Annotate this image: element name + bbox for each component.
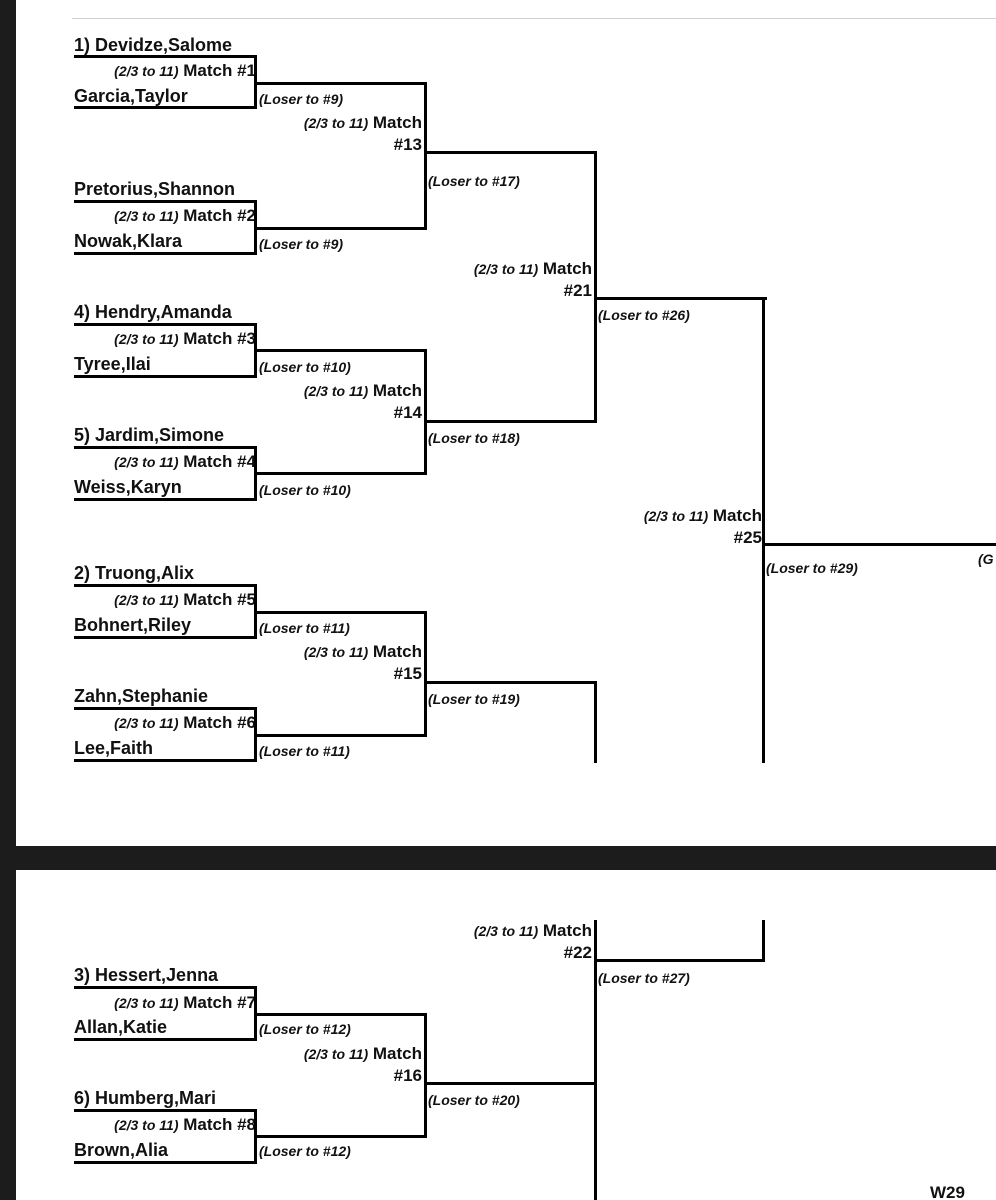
player-name: Zahn,Stephanie xyxy=(74,686,209,706)
bracket-line xyxy=(594,151,597,423)
loser-note: (Loser to #19) xyxy=(428,691,520,707)
match-label: (2/3 to 11) Match#21 xyxy=(473,259,592,300)
match-label: (2/3 to 11) Match#14 xyxy=(303,381,422,422)
loser-note: (Loser to #29) xyxy=(766,560,858,576)
match-label: (2/3 to 11) Match #8 xyxy=(114,1115,256,1134)
loser-note: (Loser to #26) xyxy=(598,307,690,323)
loser-note: (Loser to #11) xyxy=(259,743,350,759)
match-label: (2/3 to 11) Match#16 xyxy=(303,1044,422,1085)
match-label: (2/3 to 11) Match #1 xyxy=(114,61,256,80)
player-name: 1) Devidze,Salome xyxy=(74,35,233,55)
player-name: 6) Humberg,Mari xyxy=(74,1088,217,1108)
bracket-line xyxy=(254,472,427,475)
bracket-line xyxy=(74,55,257,58)
loser-note: (Loser to #12) xyxy=(259,1021,351,1037)
player-name: 4) Hendry,Amanda xyxy=(74,302,232,322)
player-name: Weiss,Karyn xyxy=(74,477,182,497)
bracket-line xyxy=(74,636,257,639)
loser-note: (Loser to #27) xyxy=(598,970,690,986)
match-label: (2/3 to 11) Match #7 xyxy=(114,993,256,1012)
bracket-line xyxy=(74,252,257,255)
player-name: Pretorius,Shannon xyxy=(74,179,236,199)
bracket-line xyxy=(594,297,767,300)
bracket-line xyxy=(74,1109,257,1112)
match-label: (2/3 to 11) Match #5 xyxy=(114,590,256,609)
match-label: (2/3 to 11) Match #3 xyxy=(114,329,256,348)
bracket-line xyxy=(762,543,996,546)
bracket-line xyxy=(424,1013,427,1138)
bracket-line xyxy=(424,1082,597,1085)
bracket-line xyxy=(74,200,257,203)
page-rule xyxy=(72,18,996,19)
bracket-line xyxy=(762,297,765,763)
player-name: 5) Jardim,Simone xyxy=(74,425,225,445)
loser-note: (Loser to #10) xyxy=(259,359,351,375)
bracket-line xyxy=(254,611,427,614)
bracket-line xyxy=(594,920,597,1200)
match-label: (2/3 to 11) Match #6 xyxy=(114,713,256,732)
loser-note: (Loser to #20) xyxy=(428,1092,520,1108)
loser-note-fragment: (G xyxy=(978,551,994,567)
bracket-line xyxy=(74,759,257,762)
loser-note: (Loser to #17) xyxy=(428,173,520,189)
bracket-line xyxy=(74,707,257,710)
player-name: 3) Hessert,Jenna xyxy=(74,965,219,985)
bracket-line xyxy=(74,1161,257,1164)
bracket-line xyxy=(74,446,257,449)
bracket-line xyxy=(424,681,597,684)
match-label: (2/3 to 11) Match#25 xyxy=(643,506,762,547)
player-name: Garcia,Taylor xyxy=(74,86,188,106)
loser-note: (Loser to #12) xyxy=(259,1143,351,1159)
bracket-line xyxy=(424,420,597,423)
bracket-page-top: 1) Devidze,Salome (2/3 to 11) Match #1 G… xyxy=(16,0,996,846)
loser-note: (Loser to #11) xyxy=(259,620,350,636)
bracket-line xyxy=(254,82,427,85)
bracket-line xyxy=(254,1135,427,1138)
bracket-line xyxy=(424,349,427,475)
player-name: Nowak,Klara xyxy=(74,231,183,251)
bracket-page-bottom: (2/3 to 11) Match#22 (Loser to #27) 3) H… xyxy=(16,870,996,1200)
match-label: (2/3 to 11) Match#15 xyxy=(303,642,422,683)
match-label: (2/3 to 11) Match #2 xyxy=(114,206,256,225)
bracket-line xyxy=(424,611,427,737)
player-name: Lee,Faith xyxy=(74,738,154,758)
page-label: W29 xyxy=(930,1183,965,1200)
loser-note: (Loser to #9) xyxy=(259,91,344,107)
bracket-line xyxy=(74,323,257,326)
bracket-line xyxy=(74,584,257,587)
bracket-line xyxy=(74,375,257,378)
match-label: (2/3 to 11) Match#22 xyxy=(473,921,592,962)
bracket-line xyxy=(254,1013,427,1016)
bracket-line xyxy=(74,498,257,501)
loser-note: (Loser to #10) xyxy=(259,482,351,498)
player-name: Allan,Katie xyxy=(74,1017,168,1037)
player-name: Tyree,Ilai xyxy=(74,354,151,374)
match-label: (2/3 to 11) Match #4 xyxy=(114,452,256,471)
match-label: (2/3 to 11) Match#13 xyxy=(303,113,422,154)
player-name: Bohnert,Riley xyxy=(74,615,192,635)
bracket-line xyxy=(254,734,427,737)
bracket-line xyxy=(254,227,427,230)
bracket-line xyxy=(254,349,427,352)
player-name: 2) Truong,Alix xyxy=(74,563,195,583)
bracket-line xyxy=(762,920,765,962)
bracket-line xyxy=(74,106,257,109)
bracket-line xyxy=(74,1038,257,1041)
player-name: Brown,Alia xyxy=(74,1140,169,1160)
bracket-line xyxy=(424,151,597,154)
loser-note: (Loser to #9) xyxy=(259,236,344,252)
bracket-line xyxy=(424,82,427,230)
loser-note: (Loser to #18) xyxy=(428,430,520,446)
bracket-line xyxy=(594,681,597,763)
bracket-line xyxy=(594,959,765,962)
bracket-line xyxy=(74,986,257,989)
